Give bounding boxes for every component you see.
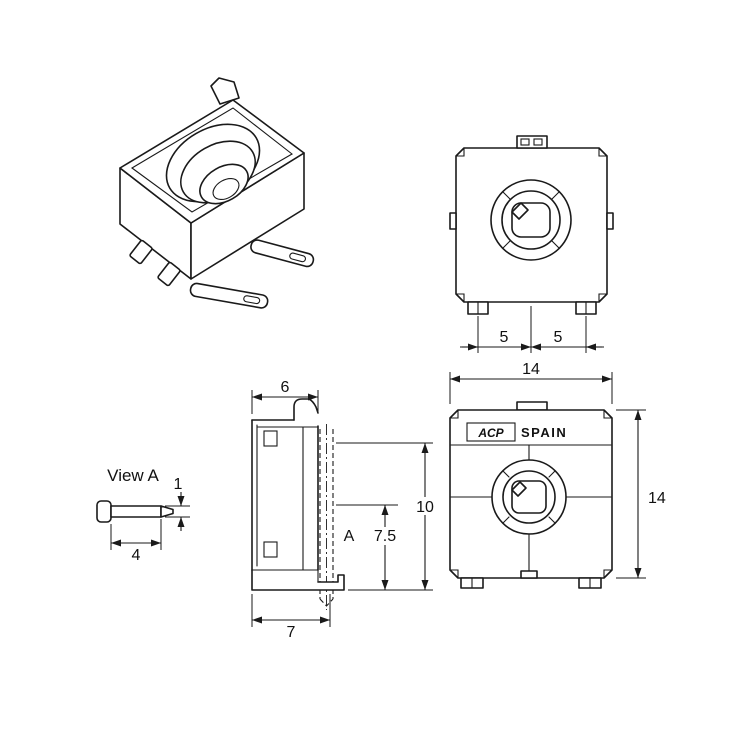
- iso-top-rim: [131, 107, 293, 213]
- front-view-dimensions: 14 14: [449, 361, 666, 579]
- front-view-tab: [516, 401, 548, 411]
- dim-pin-length-side: 7.5: [374, 528, 396, 545]
- isometric-view: [119, 77, 315, 309]
- top-view-slot-notch: [511, 202, 529, 220]
- iso-leg-lower: [189, 282, 269, 309]
- top-view: [449, 135, 614, 315]
- detail-pin-tip: [160, 505, 174, 518]
- detail-pin-head: [96, 500, 112, 523]
- brand-logo-box: [466, 422, 516, 442]
- detail-view-a: View A 1 4: [96, 466, 190, 564]
- detail-pin-shaft: [110, 505, 162, 518]
- origin-text: SPAIN: [521, 425, 567, 440]
- dim-pin-thickness: 1: [174, 476, 183, 493]
- dim-body-width: 14: [522, 361, 540, 378]
- front-view-center-pin: [520, 570, 538, 579]
- side-view-dimensions: 6 7 10 7.5 A: [251, 379, 440, 641]
- iso-left-tab-2: [157, 261, 181, 287]
- iso-left-tab-1: [129, 239, 153, 265]
- side-view: [251, 398, 345, 610]
- side-view-bracket: [251, 569, 345, 591]
- dim-pin-spacing-left: 5: [500, 329, 509, 346]
- front-view-slot-notch: [511, 481, 527, 497]
- side-view-clip: [293, 398, 319, 421]
- dim-depth-bottom: 7: [287, 624, 296, 641]
- top-view-dimensions: 5 5: [460, 306, 604, 353]
- iso-rotor-slot: [212, 177, 240, 201]
- dim-overall-height: 10: [416, 499, 434, 516]
- dim-body-height: 14: [648, 490, 666, 507]
- iso-leg-upper: [250, 239, 315, 268]
- dim-pin-spacing-right: 5: [554, 329, 563, 346]
- dim-depth-top: 6: [281, 379, 290, 396]
- view-a-title: View A: [107, 466, 159, 485]
- section-label-a: A: [344, 528, 355, 545]
- dim-pin-length: 4: [132, 547, 141, 564]
- front-view: ACP SPAIN: [449, 401, 613, 589]
- brand-logo-text: ACP: [477, 426, 504, 440]
- iso-rotor-hole: [199, 163, 249, 205]
- iso-top-tab: [210, 77, 240, 105]
